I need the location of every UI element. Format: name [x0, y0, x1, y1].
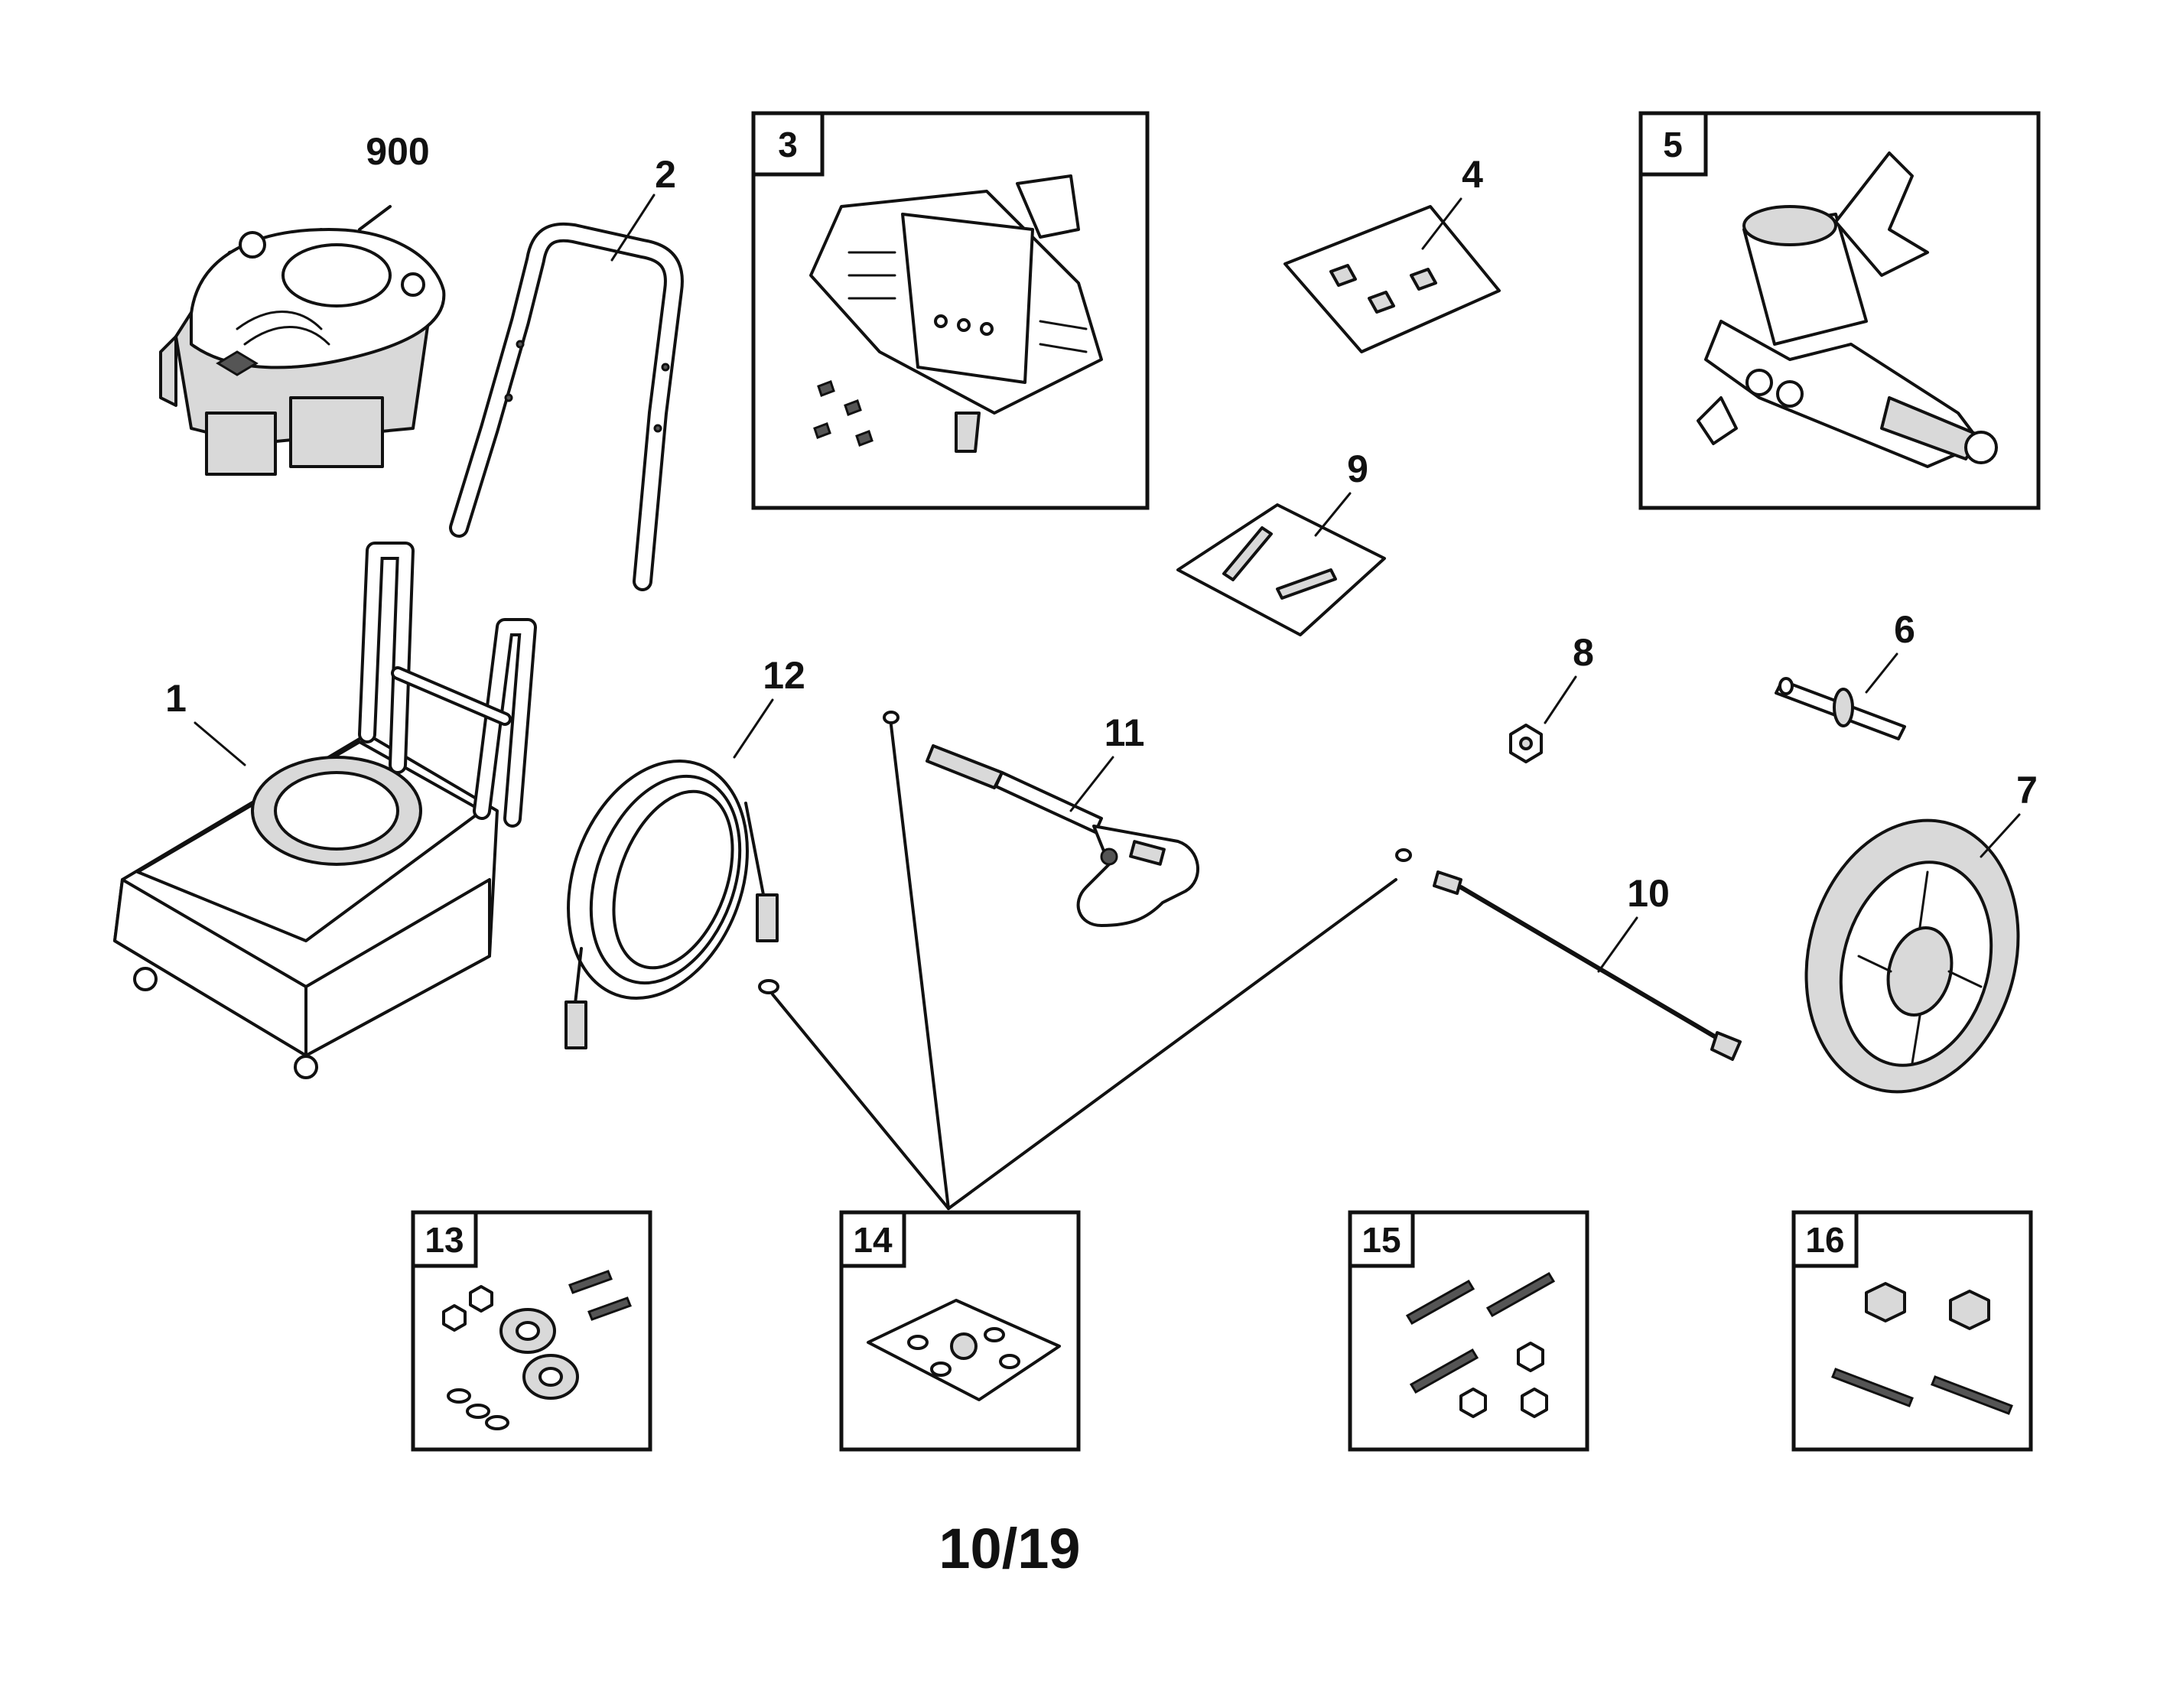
part-label-9: 9 — [1347, 447, 1368, 490]
leader-line-10 — [1597, 916, 1638, 973]
leader-line-8 — [1544, 675, 1577, 724]
seal-kit-part — [867, 1299, 1061, 1401]
kit-box-label-3: 3 — [778, 125, 798, 164]
kit-box-5 — [1638, 111, 2041, 510]
leader-line-9 — [1314, 492, 1352, 537]
bolt-set-part — [1405, 1271, 1556, 1418]
axle-part — [1775, 677, 1906, 740]
part-label-2: 2 — [655, 153, 676, 196]
kit-box-label-14: 14 — [853, 1220, 893, 1260]
spray-gun-part — [883, 711, 1199, 927]
part-label-4: 4 — [1462, 153, 1483, 196]
handle-part — [449, 222, 684, 591]
nut-part — [1509, 724, 1543, 763]
part-label-8: 8 — [1573, 631, 1594, 674]
pin-bag-part — [1176, 503, 1386, 636]
knob-bolt-set-part — [1831, 1282, 2013, 1415]
lance-part — [1395, 848, 1742, 1061]
part-label-12: 12 — [763, 654, 805, 697]
kit-box-label-15: 15 — [1362, 1220, 1401, 1260]
control-panel-part — [809, 174, 1103, 453]
kit-box-3 — [751, 111, 1150, 510]
part-label-7: 7 — [2016, 769, 2038, 812]
leader-line-7 — [1980, 813, 2021, 858]
leader-line-12 — [733, 698, 774, 759]
wheel-part — [1804, 818, 2020, 1094]
leader-line-2 — [610, 194, 656, 262]
part-label-11: 11 — [1105, 711, 1145, 754]
frame-part — [113, 542, 537, 1079]
leader-line-11 — [1069, 756, 1114, 812]
hose-part — [564, 760, 779, 1049]
knob-bag-part — [1283, 205, 1501, 353]
leader-line-6 — [1865, 652, 1898, 694]
part-label-10: 10 — [1627, 872, 1670, 915]
pump-part — [1697, 151, 1998, 468]
kit-box-label-13: 13 — [425, 1220, 464, 1260]
page-number: 10/19 — [939, 1517, 1080, 1580]
part-label-6: 6 — [1894, 608, 1915, 651]
kit-box-13 — [411, 1210, 652, 1452]
part-label-1: 1 — [165, 677, 187, 720]
kit-box-label-16: 16 — [1805, 1220, 1844, 1260]
engine-part — [159, 205, 446, 476]
leader-line-4 — [1421, 197, 1462, 250]
reference-lines-to-kit-14 — [771, 724, 1397, 1210]
leader-line-1 — [194, 721, 246, 766]
kit-box-15 — [1348, 1210, 1589, 1452]
screw-set-part — [813, 380, 874, 447]
kit-box-16 — [1791, 1210, 2033, 1452]
part-label-900: 900 — [366, 130, 429, 173]
mounting-hardware-part — [442, 1270, 632, 1430]
kit-box-14 — [839, 1210, 1081, 1452]
kit-box-label-5: 5 — [1663, 125, 1683, 164]
